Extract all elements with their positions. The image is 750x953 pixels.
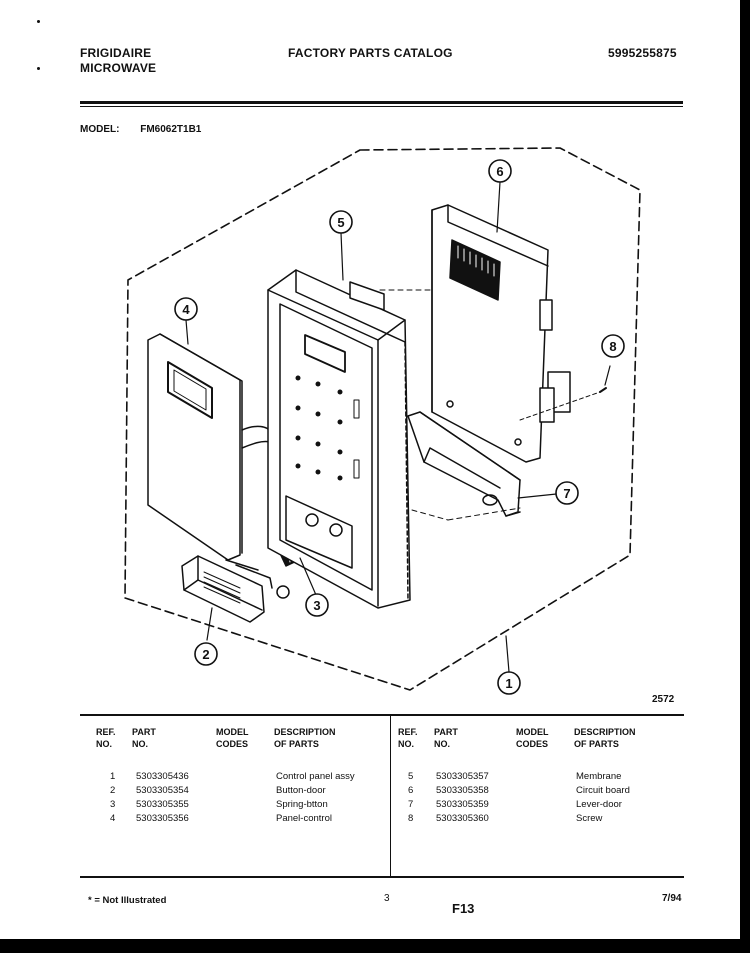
part-panel-control [147, 333, 271, 561]
part-screw [519, 365, 611, 421]
scan-speck [37, 67, 40, 70]
brand-name: FRIGIDAIRE [80, 46, 152, 60]
part-button-door [181, 555, 290, 623]
section-code: F13 [452, 901, 475, 916]
svg-text:3: 3 [313, 598, 320, 613]
svg-text:4: 4 [182, 302, 190, 317]
scan-edge-bottom [0, 939, 750, 953]
model-number: FM6062T1B1 [140, 124, 202, 135]
part-control-panel-frame [267, 269, 411, 609]
catalog-title: FACTORY PARTS CATALOG [288, 46, 453, 60]
brand-block: FRIGIDAIRE MICROWAVE [80, 46, 156, 76]
scan-speck [37, 20, 40, 23]
callout-7: 7 [555, 481, 579, 505]
drawing-number: 2572 [652, 694, 675, 705]
svg-text:2: 2 [202, 647, 209, 662]
page-number: 3 [384, 893, 390, 904]
svg-text:6: 6 [496, 164, 503, 179]
product-type: MICROWAVE [80, 61, 157, 75]
model-label: MODEL: [80, 124, 120, 135]
header-ref-no: REF.NO. [96, 727, 116, 749]
callout-5: 5 [329, 210, 353, 234]
table-column-divider [390, 716, 391, 876]
callout-4: 4 [174, 297, 198, 321]
svg-text:5: 5 [337, 215, 344, 230]
callout-3: 3 [305, 593, 329, 617]
header-rule-thick [80, 101, 683, 104]
header-ref-no: REF.NO. [398, 727, 418, 749]
revision-date: 7/94 [662, 893, 682, 904]
model-line: MODEL: FM6062T1B1 [80, 124, 201, 135]
not-illustrated-note: * = Not Illustrated [88, 895, 167, 906]
callout-8: 8 [601, 334, 625, 358]
assembly-boundary [124, 147, 641, 691]
catalog-number: 5995255875 [608, 46, 677, 60]
scan-edge-right [740, 0, 750, 953]
callout-2: 2 [194, 642, 218, 666]
svg-text:7: 7 [563, 486, 570, 501]
part-lever-door [407, 411, 521, 517]
svg-text:1: 1 [505, 676, 512, 691]
callout-6: 6 [488, 159, 512, 183]
svg-text:8: 8 [609, 339, 616, 354]
header-rule-thin [80, 106, 683, 107]
callout-1: 1 [497, 671, 521, 695]
part-circuit-board [431, 204, 571, 463]
